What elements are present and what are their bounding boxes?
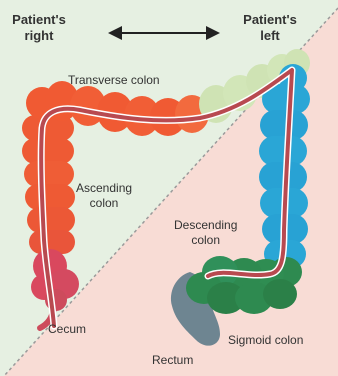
patient-right-line1: Patient's — [6, 12, 72, 28]
patient-right-label: Patient's right — [6, 12, 72, 44]
sigmoid-colon-label: Sigmoid colon — [228, 333, 303, 348]
patient-left-line2: left — [232, 28, 308, 44]
patient-left-line1: Patient's — [232, 12, 308, 28]
descending-colon-label-line1: Descending — [174, 218, 237, 233]
ascending-colon-label-line1: Ascending — [76, 181, 132, 196]
patient-right-line2: right — [6, 28, 72, 44]
rectum-label: Rectum — [152, 353, 193, 368]
ascending-colon-label-line2: colon — [76, 196, 132, 211]
transverse-colon-label: Transverse colon — [68, 73, 160, 88]
cecum-label: Cecum — [48, 322, 86, 337]
patient-left-label: Patient's left — [232, 12, 308, 44]
ascending-colon-label: Ascending colon — [76, 181, 132, 211]
descending-colon-label-line2: colon — [174, 233, 237, 248]
descending-colon-label: Descending colon — [174, 218, 237, 248]
